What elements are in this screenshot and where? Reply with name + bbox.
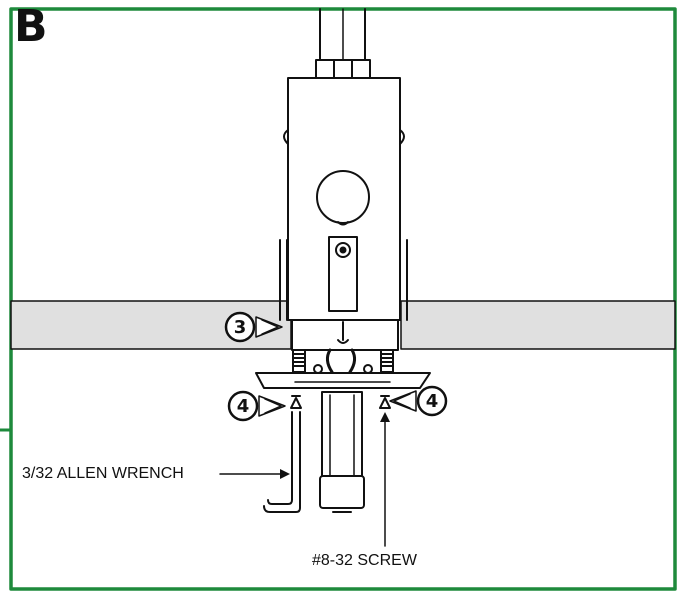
step-number-4-right: 4 [426, 391, 439, 412]
mounting-brackets [279, 239, 408, 321]
wrench-label: 3/32 ALLEN WRENCH [22, 465, 184, 482]
supply-pipe [319, 8, 366, 65]
screw-left [290, 395, 302, 409]
step-marker-4-left [227, 390, 286, 422]
mounting-plate [255, 372, 431, 389]
step-marker-3 [224, 311, 283, 343]
allen-wrench-outline [263, 411, 301, 513]
lower-collar [291, 319, 399, 351]
screw-arrowhead [380, 412, 390, 422]
screw-label: #8-32 SCREW [312, 552, 417, 569]
step-number-4-left: 4 [237, 396, 250, 417]
threaded-studs [292, 348, 394, 374]
cartridge [319, 391, 365, 513]
wrench-arrowhead [280, 469, 290, 479]
panel-letter: B [14, 1, 48, 52]
valve-body [283, 77, 405, 321]
step-number-3: 3 [234, 317, 247, 338]
allen-wrench [267, 411, 293, 505]
step-marker-4-right [389, 385, 448, 417]
countertop-right [400, 300, 676, 350]
screw-right [379, 395, 391, 409]
